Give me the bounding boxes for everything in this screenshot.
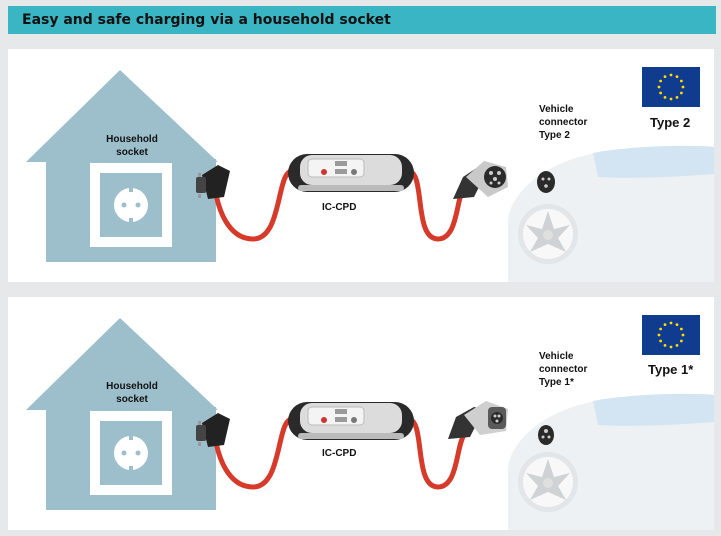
cable-right <box>405 416 467 490</box>
flag-star <box>675 95 679 99</box>
connector-label: Vehicle connector Type 1* <box>539 351 588 388</box>
flag-star <box>659 339 663 343</box>
type1-connector-icon <box>448 401 508 439</box>
flag-star <box>669 345 673 349</box>
flag-star <box>675 343 679 347</box>
flag-star <box>679 79 683 83</box>
type-label: Type 2 <box>650 115 691 130</box>
charging-illustration <box>26 70 714 282</box>
flag-star <box>659 91 663 95</box>
device-label: IC-CPD <box>322 448 357 459</box>
eu-flag-icon <box>642 67 700 107</box>
ic-cpd-device-icon <box>288 154 414 192</box>
schuko-plug-icon <box>196 413 230 447</box>
flag-star <box>681 85 685 89</box>
device-label: IC-CPD <box>322 202 357 213</box>
connector-label: Vehicle connector Type 2 <box>539 104 588 141</box>
socket-label: Household socket <box>106 381 158 405</box>
charging-illustration <box>26 318 714 530</box>
flag-stars <box>657 321 685 349</box>
schuko-plug-icon <box>196 165 230 199</box>
flag-star <box>657 333 661 337</box>
ic-cpd-device-icon <box>288 402 414 440</box>
flag-star <box>663 95 667 99</box>
flag-star <box>679 91 683 95</box>
cable-left <box>212 168 296 242</box>
flag-star <box>679 327 683 331</box>
flag-star <box>657 85 661 89</box>
flag-star <box>659 79 663 83</box>
house-icon <box>26 70 218 262</box>
flag-star <box>675 75 679 79</box>
panel-type1: Household socket IC-CPD Vehicle connecto… <box>8 297 714 530</box>
panel-type2: Household socket IC-CPD Vehicle connecto… <box>8 49 714 282</box>
cable-left <box>212 416 296 490</box>
cable-right <box>405 168 467 242</box>
header-bar: Easy and safe charging via a household s… <box>8 6 716 34</box>
flag-star <box>675 323 679 327</box>
flag-star <box>663 75 667 79</box>
page-title: Easy and safe charging via a household s… <box>22 12 391 28</box>
flag-star <box>659 327 663 331</box>
electric-car-icon <box>508 145 714 282</box>
flag-star <box>681 333 685 337</box>
house-icon <box>26 318 218 510</box>
type2-connector-icon <box>453 161 508 199</box>
flag-stars <box>657 73 685 101</box>
flag-star <box>669 97 673 101</box>
flag-star <box>663 323 667 327</box>
flag-star <box>669 321 673 325</box>
flag-star <box>669 73 673 77</box>
type-label: Type 1* <box>648 362 694 377</box>
flag-star <box>663 343 667 347</box>
socket-label: Household socket <box>106 134 158 158</box>
electric-car-icon <box>508 393 714 530</box>
eu-flag-icon <box>642 315 700 355</box>
flag-star <box>679 339 683 343</box>
